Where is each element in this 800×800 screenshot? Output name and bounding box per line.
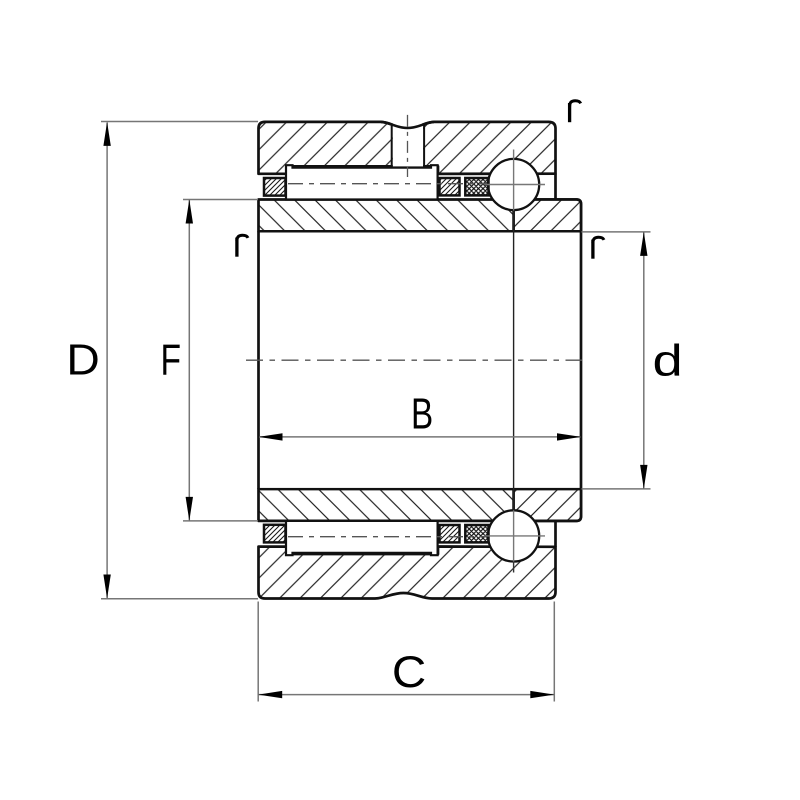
svg-text:C: C bbox=[392, 646, 426, 696]
svg-text:d: d bbox=[653, 336, 683, 386]
svg-text:F: F bbox=[161, 337, 182, 385]
svg-text:D: D bbox=[66, 335, 99, 384]
svg-text:B: B bbox=[411, 391, 433, 439]
